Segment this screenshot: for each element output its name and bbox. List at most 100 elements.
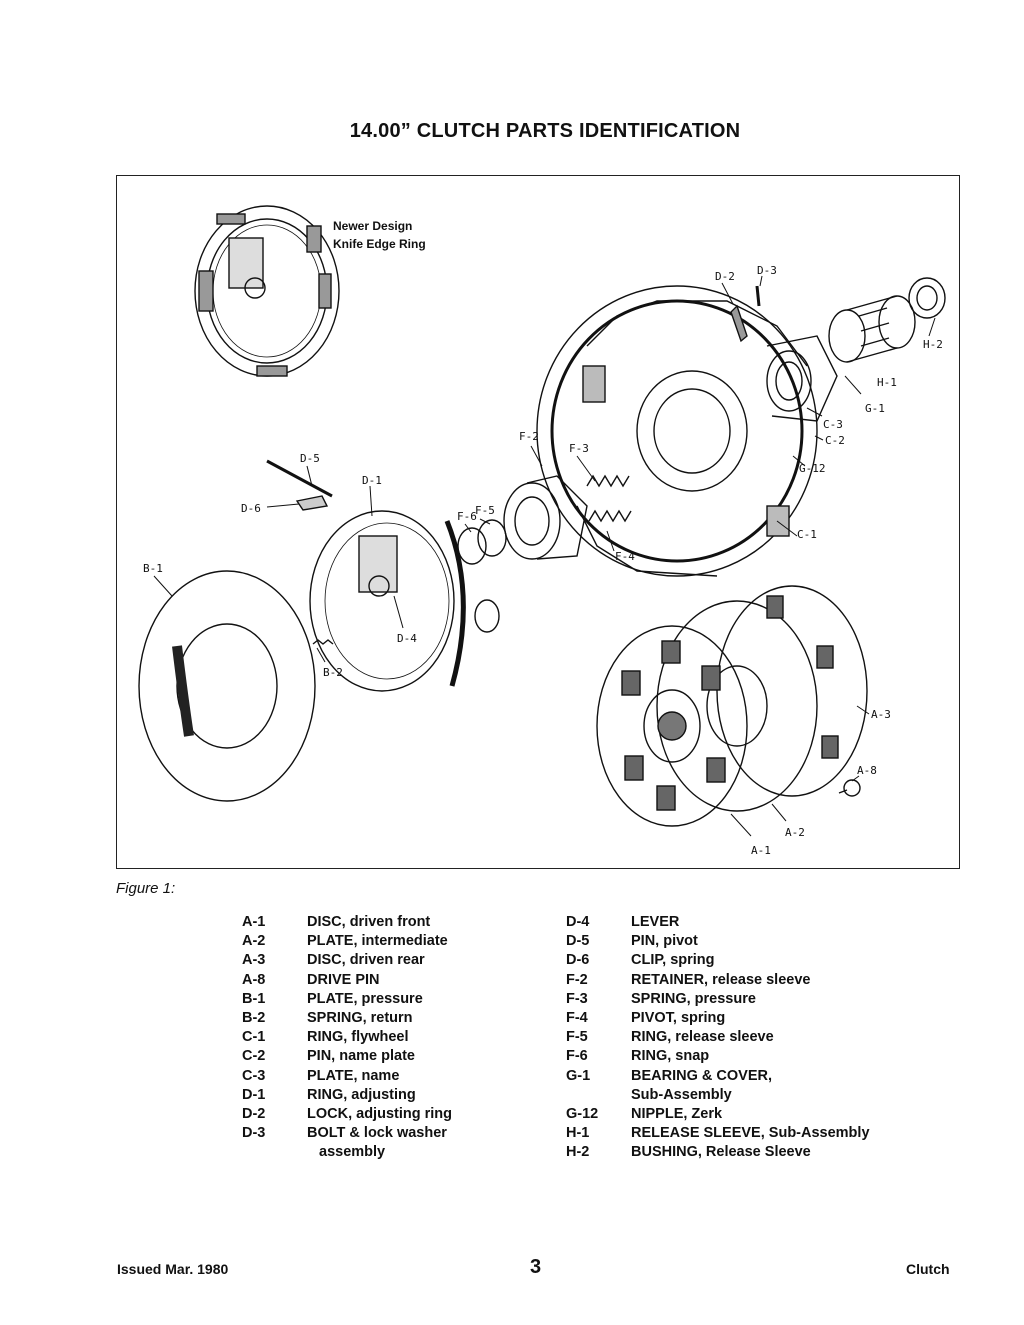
part-description: RELEASE SLEEVE, Sub-Assembly	[631, 1125, 870, 1142]
callout-a2: A-2	[785, 826, 805, 839]
part-description-continued: Sub-Assembly	[631, 1086, 732, 1103]
callout-c3: C-3	[823, 418, 843, 431]
part-description: NIPPLE, Zerk	[631, 1105, 723, 1122]
parts-list-row-continuation: assembly	[232, 1143, 452, 1162]
part-code: A-1	[242, 914, 266, 930]
callout-a8: A-8	[857, 764, 877, 777]
parts-list-row: B-2 SPRING, return	[232, 1009, 452, 1028]
parts-list-row: F-6 RING, snap	[556, 1047, 870, 1066]
part-description: BUSHING, Release Sleeve	[631, 1144, 811, 1161]
parts-list-row: H-2 BUSHING, Release Sleeve	[556, 1143, 870, 1162]
part-description: SPRING, return	[307, 1009, 413, 1026]
callout-d3: D-3	[757, 264, 777, 277]
callout-b1: B-1	[143, 562, 163, 575]
part-description: PIVOT, spring	[631, 1009, 726, 1026]
section-name: Clutch	[906, 1261, 950, 1277]
part-description: SPRING, pressure	[631, 990, 756, 1007]
part-description: RING, release sleeve	[631, 1029, 774, 1046]
parts-list-row: D-3 BOLT & lock washer	[232, 1124, 452, 1143]
part-code: C-1	[242, 1029, 266, 1046]
part-description: RING, snap	[631, 1048, 710, 1065]
callout-f3: F-3	[569, 442, 589, 455]
part-code: F-4	[566, 1009, 588, 1026]
callout-f5: F-5	[475, 504, 495, 517]
callout-g1: G-1	[865, 402, 885, 415]
part-code: G-12	[566, 1105, 599, 1122]
part-code: C-3	[242, 1067, 266, 1084]
page-title: 14.00” CLUTCH PARTS IDENTIFICATION	[349, 120, 741, 142]
part-description: DISC, driven front	[307, 914, 431, 930]
retainer-drawing	[503, 475, 588, 560]
callout-b2: B-2	[323, 666, 343, 679]
bearing-cover-drawing	[766, 335, 838, 422]
part-description: BEARING & COVER,	[631, 1067, 772, 1084]
figure-caption: Figure 1:	[116, 880, 176, 897]
part-code: D-2	[242, 1105, 266, 1122]
part-code: C-2	[242, 1048, 266, 1065]
part-description: RETAINER, release sleeve	[631, 971, 811, 988]
parts-list-row: G-12 NIPPLE, Zerk	[556, 1105, 870, 1124]
parts-list-row: F-3 SPRING, pressure	[556, 990, 870, 1009]
parts-list-row: B-1 PLATE, pressure	[232, 990, 452, 1009]
parts-list-row: G-1 BEARING & COVER,	[556, 1067, 870, 1086]
part-code: B-1	[242, 990, 266, 1007]
callout-h1: H-1	[877, 376, 897, 389]
part-description: PLATE, pressure	[307, 990, 423, 1007]
parts-list-row-continuation: Sub-Assembly	[556, 1086, 870, 1105]
part-code: F-5	[566, 1029, 588, 1046]
part-code: H-2	[566, 1144, 590, 1161]
part-code: A-2	[242, 933, 266, 950]
part-code: D-5	[566, 933, 590, 950]
part-description: DISC, driven rear	[307, 952, 425, 969]
part-code: F-2	[566, 971, 588, 988]
part-code: F-6	[566, 1048, 588, 1065]
pressure-springs-drawing	[586, 474, 632, 523]
part-description: PIN, name plate	[307, 1048, 415, 1065]
part-description: CLIP, spring	[631, 952, 715, 969]
part-description: BOLT & lock washer	[307, 1125, 447, 1142]
part-code: F-3	[566, 990, 588, 1007]
callout-d1: D-1	[362, 474, 382, 487]
figure-note-line2: Knife Edge Ring	[333, 237, 426, 251]
callout-d2: D-2	[715, 270, 735, 283]
callout-d5: D-5	[300, 452, 320, 465]
exploded-view-figure: Newer Design Knife Edge Ring D-2 D-3 H-2…	[116, 175, 960, 869]
parts-list-row: F-4 PIVOT, spring	[556, 1009, 870, 1028]
callout-h2: H-2	[923, 338, 943, 351]
parts-list-row: F-5 RING, release sleeve	[556, 1028, 870, 1047]
part-code: H-1	[566, 1125, 590, 1142]
parts-list-row: F-2 RETAINER, release sleeve	[556, 971, 870, 990]
part-code-spacer	[556, 1086, 631, 1105]
part-description: LEVER	[631, 914, 680, 930]
issued-date: Issued Mar. 1980	[117, 1261, 229, 1277]
callout-g12: G-12	[799, 462, 826, 475]
part-code: A-8	[242, 971, 266, 988]
parts-list-row: C-2 PIN, name plate	[232, 1047, 452, 1066]
part-description: RING, flywheel	[307, 1029, 409, 1046]
release-sleeve-drawing	[828, 277, 946, 363]
knife-edge-ring-drawing	[194, 205, 340, 377]
part-code: D-3	[242, 1125, 266, 1142]
page-number: 3	[530, 1256, 542, 1278]
callout-c2: C-2	[825, 434, 845, 447]
part-code: B-2	[242, 1009, 266, 1026]
callout-f4: F-4	[615, 550, 635, 563]
part-description-continued: assembly	[319, 1144, 386, 1161]
parts-list-row: H-1 RELEASE SLEEVE, Sub-Assembly	[556, 1124, 870, 1143]
part-code: G-1	[566, 1067, 591, 1084]
part-description: RING, adjusting	[307, 1086, 416, 1103]
pressure-plate-drawing	[138, 570, 316, 802]
part-code: D-4	[566, 914, 590, 930]
part-code-spacer	[232, 1143, 307, 1162]
callout-a1: A-1	[751, 844, 771, 857]
callout-d4: D-4	[397, 632, 417, 645]
